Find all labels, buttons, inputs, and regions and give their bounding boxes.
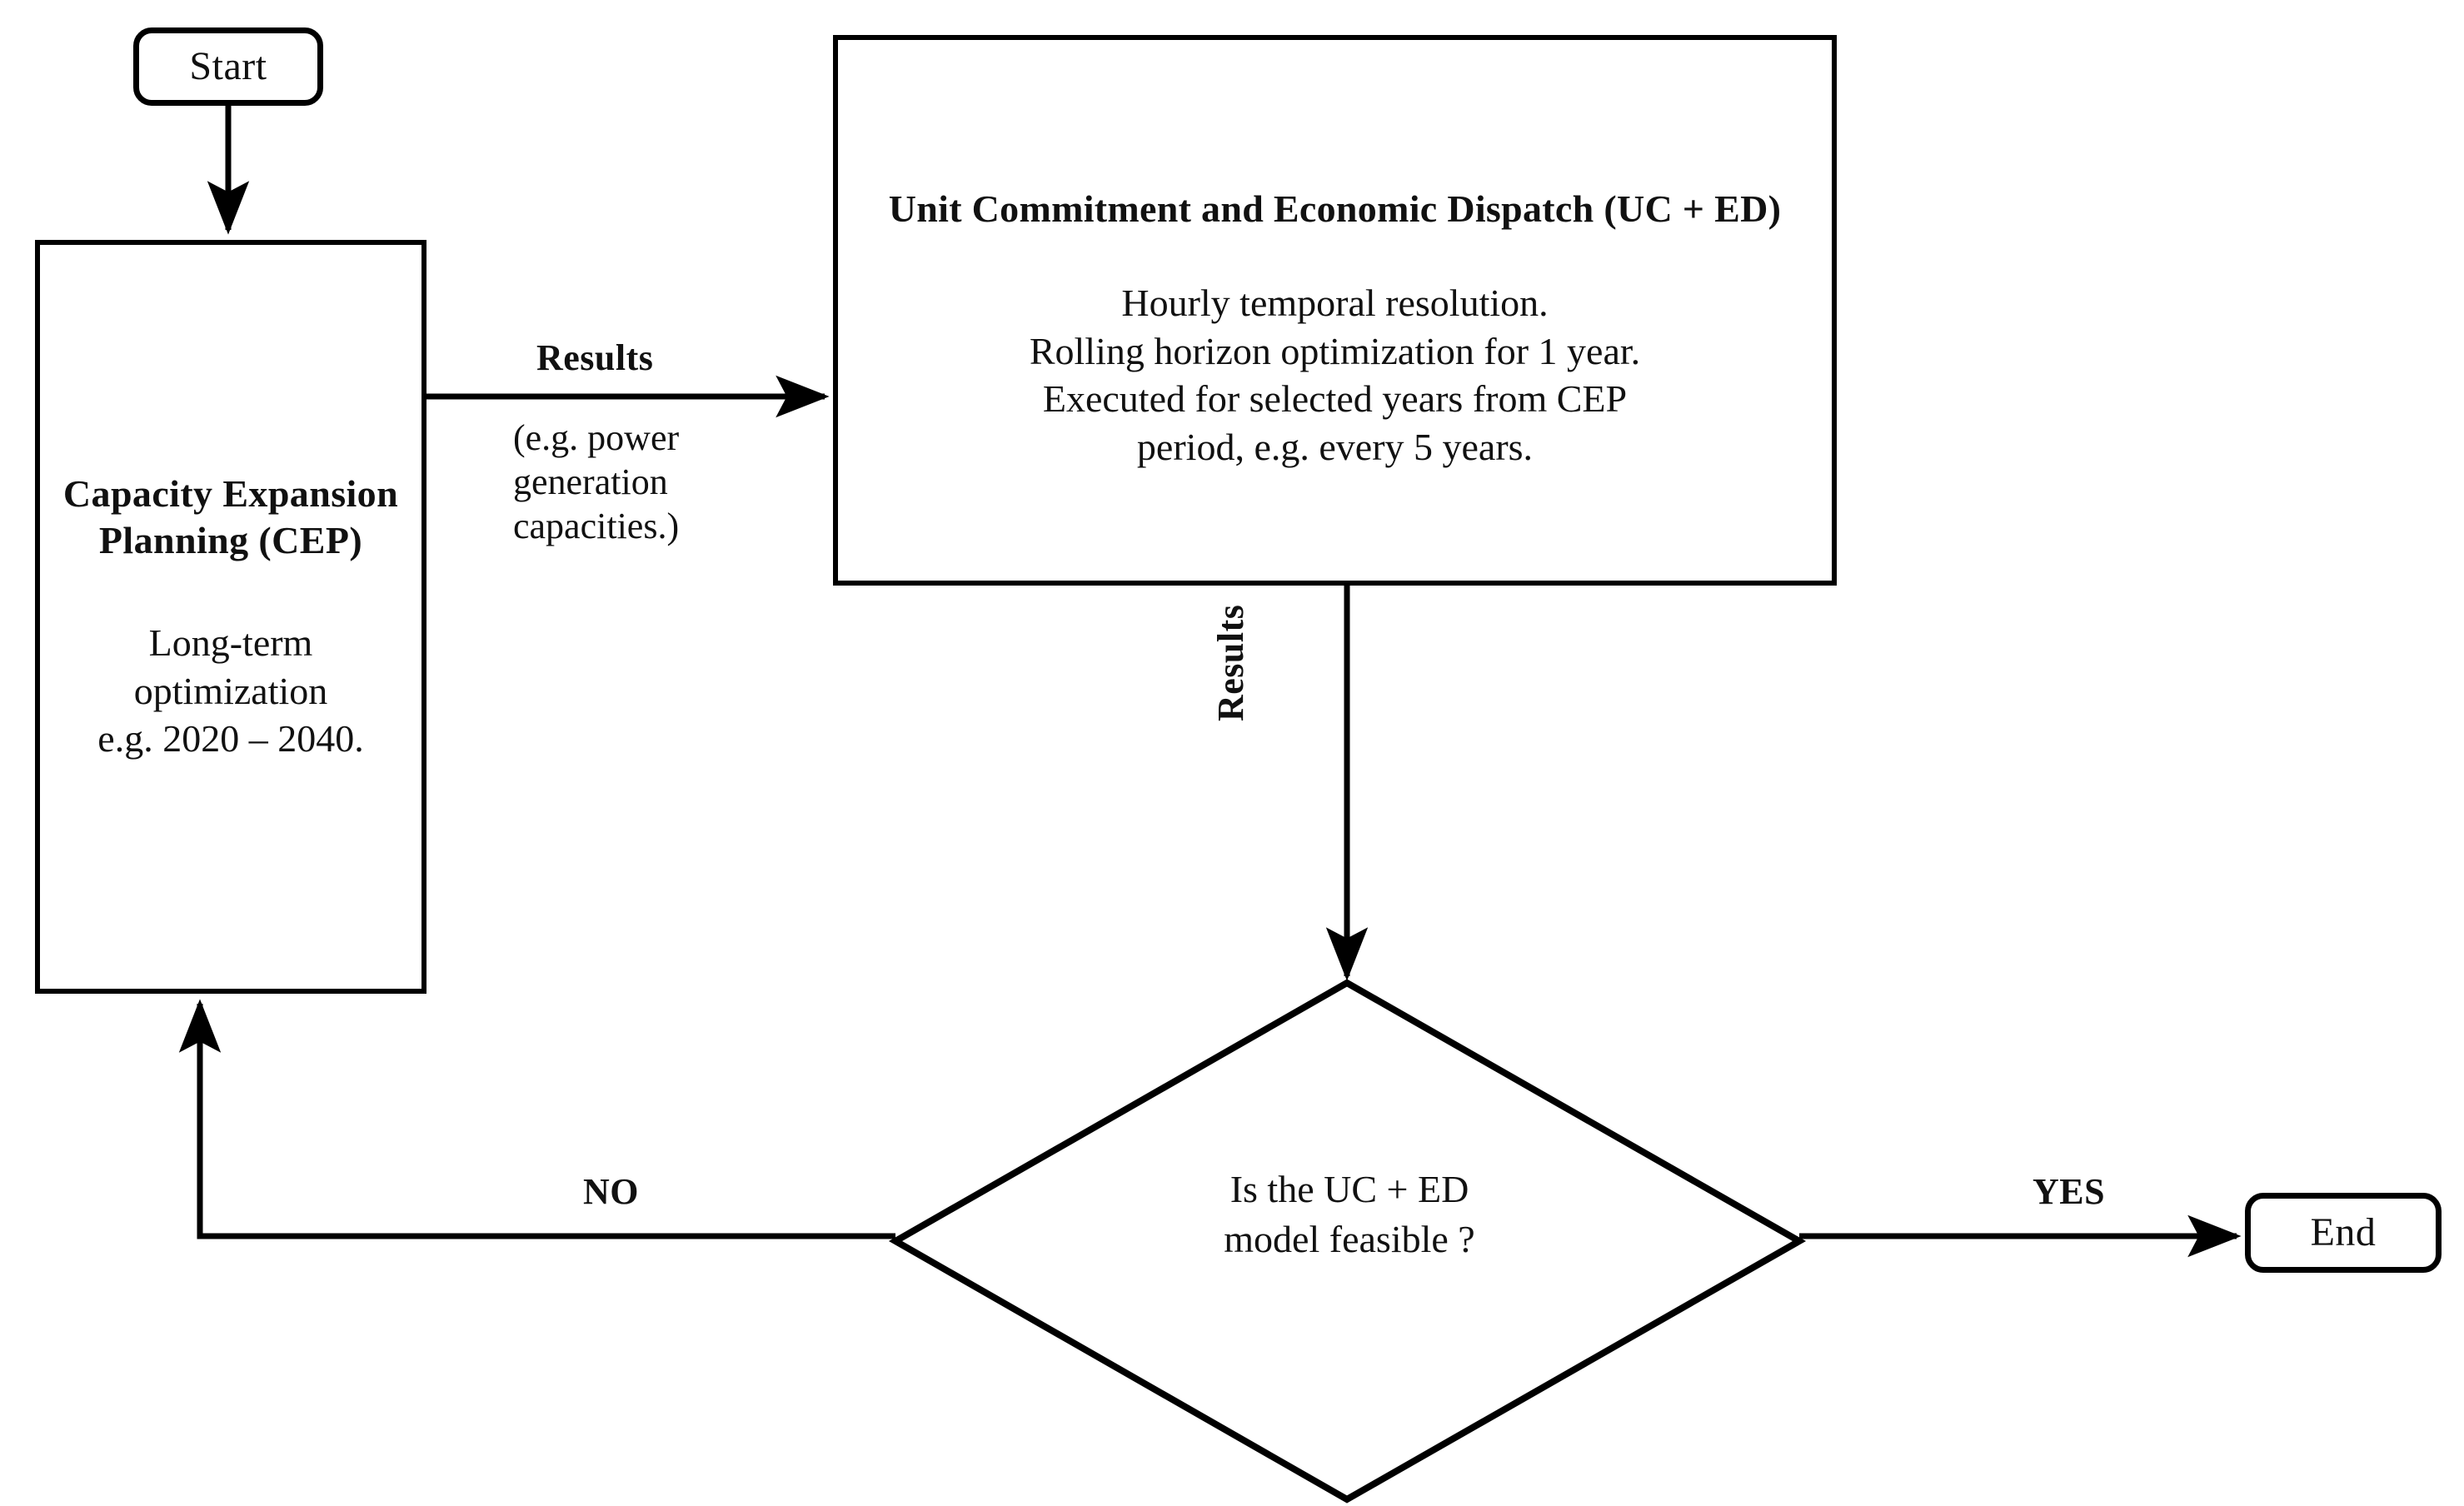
edge-label-results-vertical: Results [1210,604,1251,721]
edge-label-no: NO [583,1171,639,1212]
node-cep-title: Capacity Expansion Planning (CEP) [62,472,399,562]
node-end[interactable]: End [2245,1193,2442,1273]
node-unit-commitment-economic-dispatch[interactable]: Unit Commitment and Economic Dispatch (U… [833,35,1837,586]
edge-label-yes: YES [2033,1171,2106,1212]
node-capacity-expansion-planning[interactable]: Capacity Expansion Planning (CEP) Long-t… [35,240,426,994]
node-decision-label: Is the UC + ED model feasible ? [1224,1168,1475,1260]
node-ucd-body: Hourly temporal resolution. Rolling hori… [1029,282,1641,468]
edge-label-results-horizontal: Results [536,337,654,378]
edge-label-results-note: (e.g. power generation capacities.) [513,417,680,546]
node-cep-body: Long-term optimization e.g. 2020 – 2040. [97,621,364,760]
node-start-label: Start [189,43,267,88]
node-start[interactable]: Start [133,27,323,106]
edge-decision-to-cep-no [178,999,895,1239]
node-ucd-title: Unit Commitment and Economic Dispatch (U… [888,187,1782,230]
node-end-label: End [2310,1209,2377,1254]
